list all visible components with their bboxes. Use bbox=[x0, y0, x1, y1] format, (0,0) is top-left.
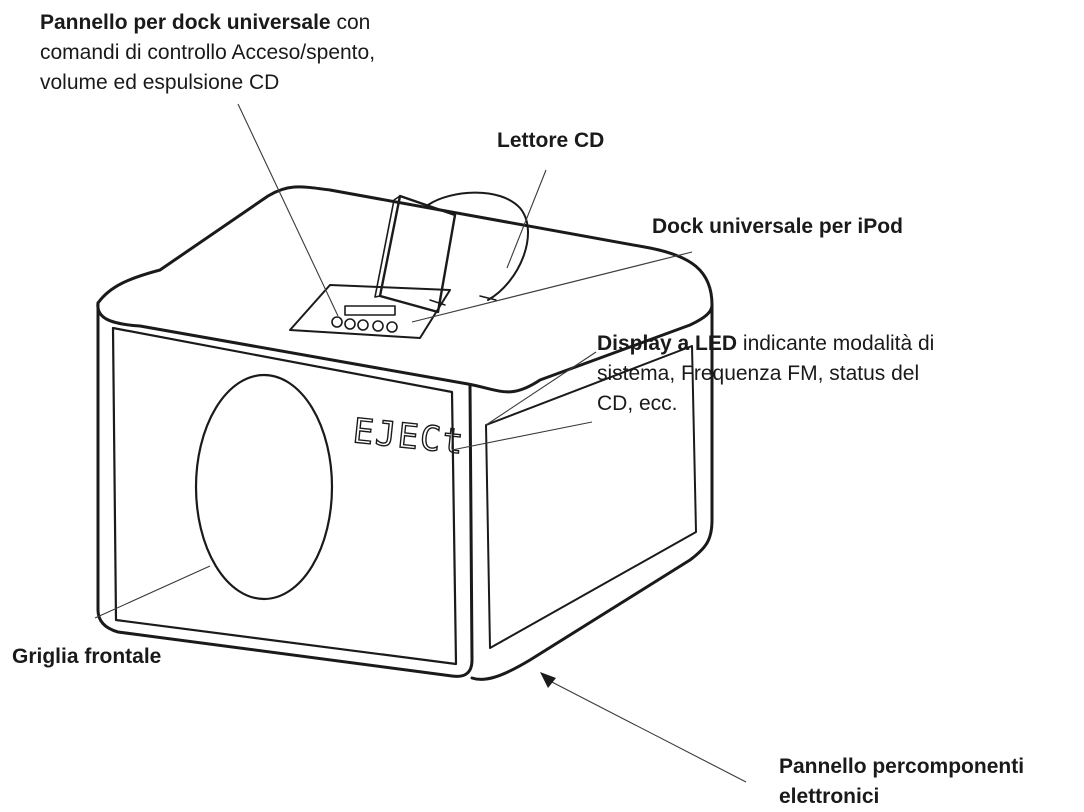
arrowhead-electronics bbox=[540, 672, 556, 688]
cabinet-top-front-edge bbox=[96, 301, 714, 394]
leader-front-grille bbox=[94, 565, 211, 619]
label-dock-panel-line2: comandi di controllo Acceso/spento, bbox=[40, 41, 376, 64]
label-led-line2: sistema, Frequenza FM, status del bbox=[597, 362, 920, 385]
led-display-text: EJECt bbox=[351, 411, 467, 463]
dock-buttons bbox=[331, 305, 398, 333]
leader-ipod-dock bbox=[411, 251, 693, 323]
label-dock-panel-bold: Pannello per dock universale bbox=[40, 11, 331, 34]
label-led-line3: CD, ecc. bbox=[597, 392, 678, 415]
label-cd-player: Lettore CD bbox=[497, 129, 605, 152]
leader-electronics bbox=[547, 679, 747, 783]
dock-control-panel bbox=[289, 284, 451, 339]
dock-slot-left bbox=[429, 295, 497, 306]
label-electronics-panel: Pannello percomponenti elettronici bbox=[779, 752, 1024, 812]
leader-led-display-2 bbox=[485, 351, 597, 426]
ipod-dock-insert-edge bbox=[374, 195, 401, 298]
cd-disc bbox=[427, 191, 529, 301]
cabinet-top bbox=[96, 185, 714, 307]
leader-led-display bbox=[451, 421, 593, 451]
label-dock-panel: Pannello per dock universale con comandi… bbox=[40, 8, 375, 98]
label-dock-panel-line1-rest: con bbox=[330, 11, 371, 34]
label-led-display: Display a LED indicante modalità di sist… bbox=[597, 329, 934, 419]
leader-dock-panel bbox=[237, 103, 339, 317]
label-ipod-dock: Dock universale per iPod bbox=[652, 215, 903, 238]
grille-frame bbox=[111, 326, 458, 666]
label-led-line1-rest: indicante modalità di bbox=[737, 332, 935, 355]
cabinet-front bbox=[96, 301, 474, 678]
speaker-cone bbox=[194, 373, 334, 601]
label-electronics-line2: elettronici bbox=[779, 785, 880, 808]
leader-cd-player bbox=[506, 169, 547, 269]
label-front-grille: Griglia frontale bbox=[12, 645, 162, 668]
cabinet-side-inner bbox=[485, 345, 697, 649]
label-led-bold: Display a LED bbox=[597, 332, 738, 355]
label-dock-panel-line3: volume ed espulsione CD bbox=[40, 71, 280, 94]
label-electronics-line1: Pannello percomponenti bbox=[779, 755, 1025, 778]
cabinet-side bbox=[470, 303, 714, 681]
